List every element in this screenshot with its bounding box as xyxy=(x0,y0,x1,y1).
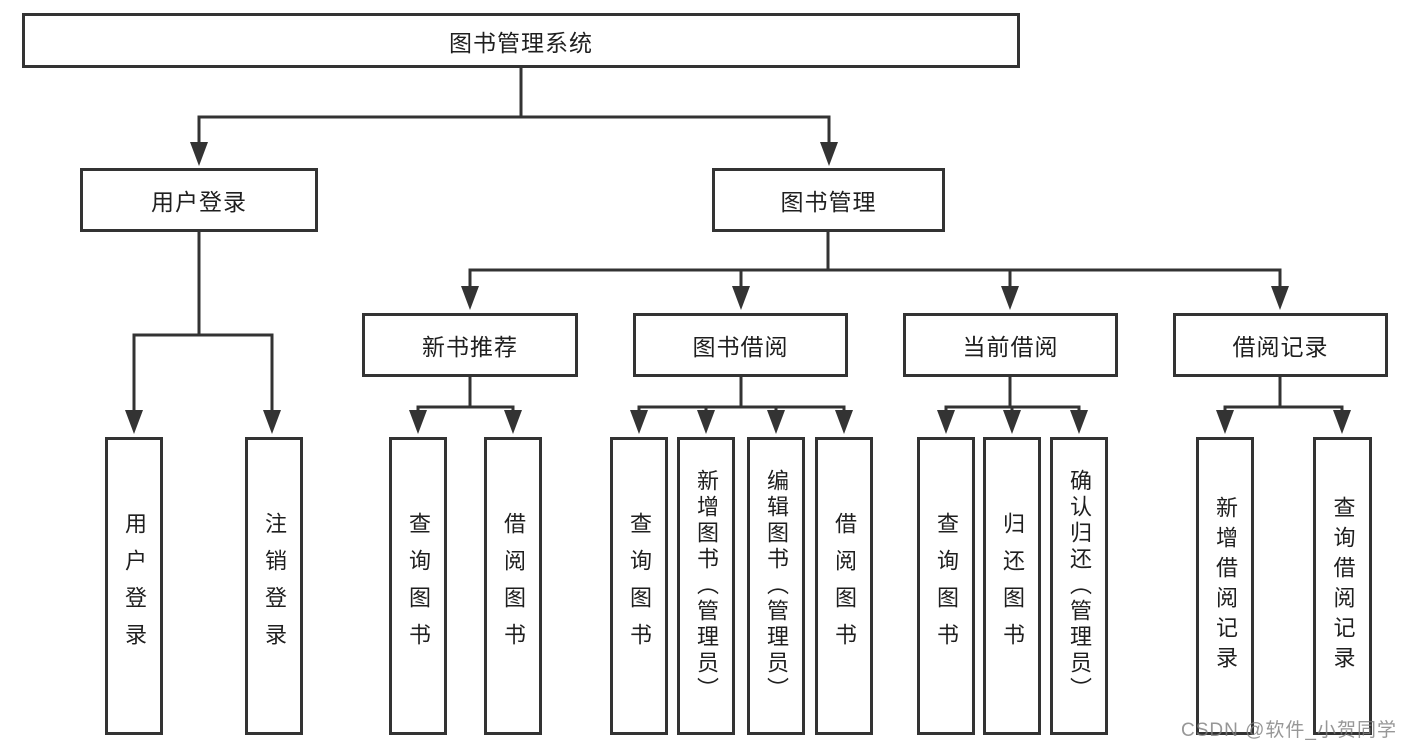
node-book-management: 图书管理 xyxy=(712,168,945,232)
connector-paths xyxy=(132,66,1344,412)
node-book-borrowing: 图书借阅 xyxy=(633,313,848,377)
leaf-bw-query-books: 查询图书 xyxy=(610,437,668,735)
leaf-bw-borrow-books: 借阅图书 xyxy=(815,437,873,735)
leaf-label: 借阅图书 xyxy=(501,512,526,660)
leaf-label: 确认归还（管理员） xyxy=(1067,469,1092,703)
node-current-borrowing: 当前借阅 xyxy=(903,313,1118,377)
leaf-label: 查询图书 xyxy=(627,512,652,660)
node-label: 图书借阅 xyxy=(692,334,789,360)
leaf-label: 查询借阅记录 xyxy=(1330,496,1356,676)
leaf-label: 查询图书 xyxy=(934,512,959,660)
leaf-user-login: 用户登录 xyxy=(105,437,163,735)
leaf-label: 新增借阅记录 xyxy=(1213,496,1238,676)
leaf-rec-add-record: 新增借阅记录 xyxy=(1196,437,1254,735)
leaf-bw-add-books-admin: 新增图书（管理员） xyxy=(677,437,735,735)
leaf-label: 查询图书 xyxy=(406,512,431,660)
arrowheads xyxy=(125,142,1351,434)
leaf-bw-edit-books-admin: 编辑图书（管理员） xyxy=(747,437,805,735)
leaf-label: 注销登录 xyxy=(262,512,287,660)
leaf-logout: 注销登录 xyxy=(245,437,303,735)
leaf-label: 借阅图书 xyxy=(832,512,857,660)
node-label: 新书推荐 xyxy=(422,334,518,360)
leaf-nb-query-books: 查询图书 xyxy=(389,437,447,735)
leaf-label: 用户登录 xyxy=(122,512,147,660)
csdn-watermark: CSDN @软件_小贺同学 xyxy=(1181,720,1397,741)
leaf-label: 编辑图书（管理员） xyxy=(764,469,789,703)
node-user-login: 用户登录 xyxy=(80,168,318,232)
node-borrowing-records: 借阅记录 xyxy=(1173,313,1388,377)
leaf-cur-query-books: 查询图书 xyxy=(917,437,975,735)
leaf-label: 新增图书（管理员） xyxy=(694,469,719,703)
leaf-cur-return-books: 归还图书 xyxy=(983,437,1041,735)
node-label: 图书管理系统 xyxy=(449,29,593,56)
node-new-book-recommend: 新书推荐 xyxy=(362,313,578,377)
node-label: 图书管理 xyxy=(780,189,877,215)
node-library-system: 图书管理系统 xyxy=(22,13,1020,68)
node-label: 用户登录 xyxy=(151,189,247,215)
leaf-rec-query-record: 查询借阅记录 xyxy=(1313,437,1372,735)
leaf-cur-confirm-return-admin: 确认归还（管理员） xyxy=(1050,437,1108,735)
node-label: 当前借阅 xyxy=(962,334,1059,360)
leaf-label: 归还图书 xyxy=(1000,512,1025,660)
node-label: 借阅记录 xyxy=(1232,334,1329,360)
leaf-nb-borrow-books: 借阅图书 xyxy=(484,437,542,735)
